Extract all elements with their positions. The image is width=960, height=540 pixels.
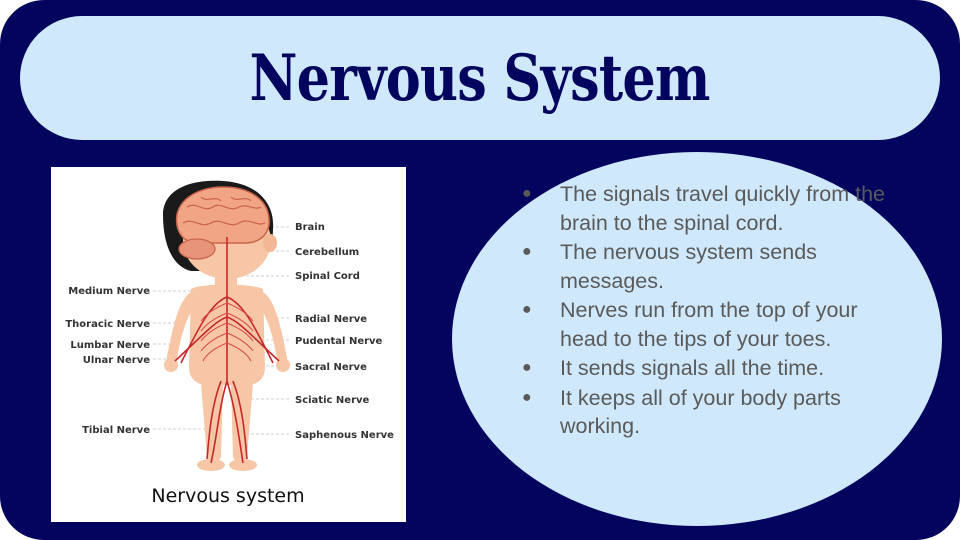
- bullet-dot-icon: ●: [522, 185, 532, 202]
- bullet-dot-icon: ●: [522, 243, 532, 260]
- title-banner: Nervous System: [20, 16, 940, 140]
- list-item: ● It sends signals all the time.: [518, 354, 888, 383]
- bullet-text: Nerves run from the top of your head to …: [560, 298, 858, 351]
- bullet-text: It sends signals all the time.: [560, 356, 825, 380]
- bullet-dot-icon: ●: [522, 388, 532, 406]
- bullet-text: The signals travel quickly from the brai…: [560, 182, 886, 235]
- label-radial-nerve: Radial Nerve: [295, 314, 367, 325]
- label-pudental-nerve: Pudental Nerve: [295, 336, 383, 347]
- label-thoracic-nerve: Thoracic Nerve: [65, 319, 150, 330]
- label-tibial-nerve: Tibial Nerve: [82, 425, 150, 436]
- label-sciatic-nerve: Sciatic Nerve: [295, 395, 370, 406]
- label-lumbar-nerve: Lumbar Nerve: [70, 340, 150, 351]
- list-item: ● It keeps all of your body parts working…: [518, 384, 888, 441]
- label-saphenous-nerve: Saphenous Nerve: [295, 430, 394, 441]
- bullet-dot-icon: ●: [522, 301, 532, 318]
- label-medium-nerve: Medium Nerve: [68, 286, 150, 297]
- bullet-dot-icon: ●: [522, 359, 532, 376]
- list-item: ● The nervous system sends messages.: [518, 238, 888, 295]
- list-item: ● The signals travel quickly from the bra…: [518, 180, 888, 237]
- list-item: ● Nerves run from the top of your head to…: [518, 296, 888, 353]
- body-diagram: Brain Cerebellum Spinal Cord Radial Nerv…: [65, 180, 394, 507]
- nervous-system-illustration: Brain Cerebellum Spinal Cord Radial Nerv…: [51, 167, 406, 522]
- figure-caption: Nervous system: [151, 485, 304, 507]
- label-cerebellum: Cerebellum: [295, 247, 359, 258]
- facts-list: ● The signals travel quickly from the bra…: [518, 180, 888, 442]
- facts-bubble: [452, 152, 942, 526]
- label-sacral-nerve: Sacral Nerve: [295, 362, 367, 373]
- bullet-text: The nervous system sends messages.: [560, 240, 817, 293]
- bullet-text: It keeps all of your body parts working.: [560, 385, 841, 439]
- label-spinal-cord: Spinal Cord: [295, 271, 360, 282]
- page-title: Nervous System: [249, 40, 711, 116]
- label-ulnar-nerve: Ulnar Nerve: [83, 355, 150, 366]
- label-brain: Brain: [295, 222, 325, 233]
